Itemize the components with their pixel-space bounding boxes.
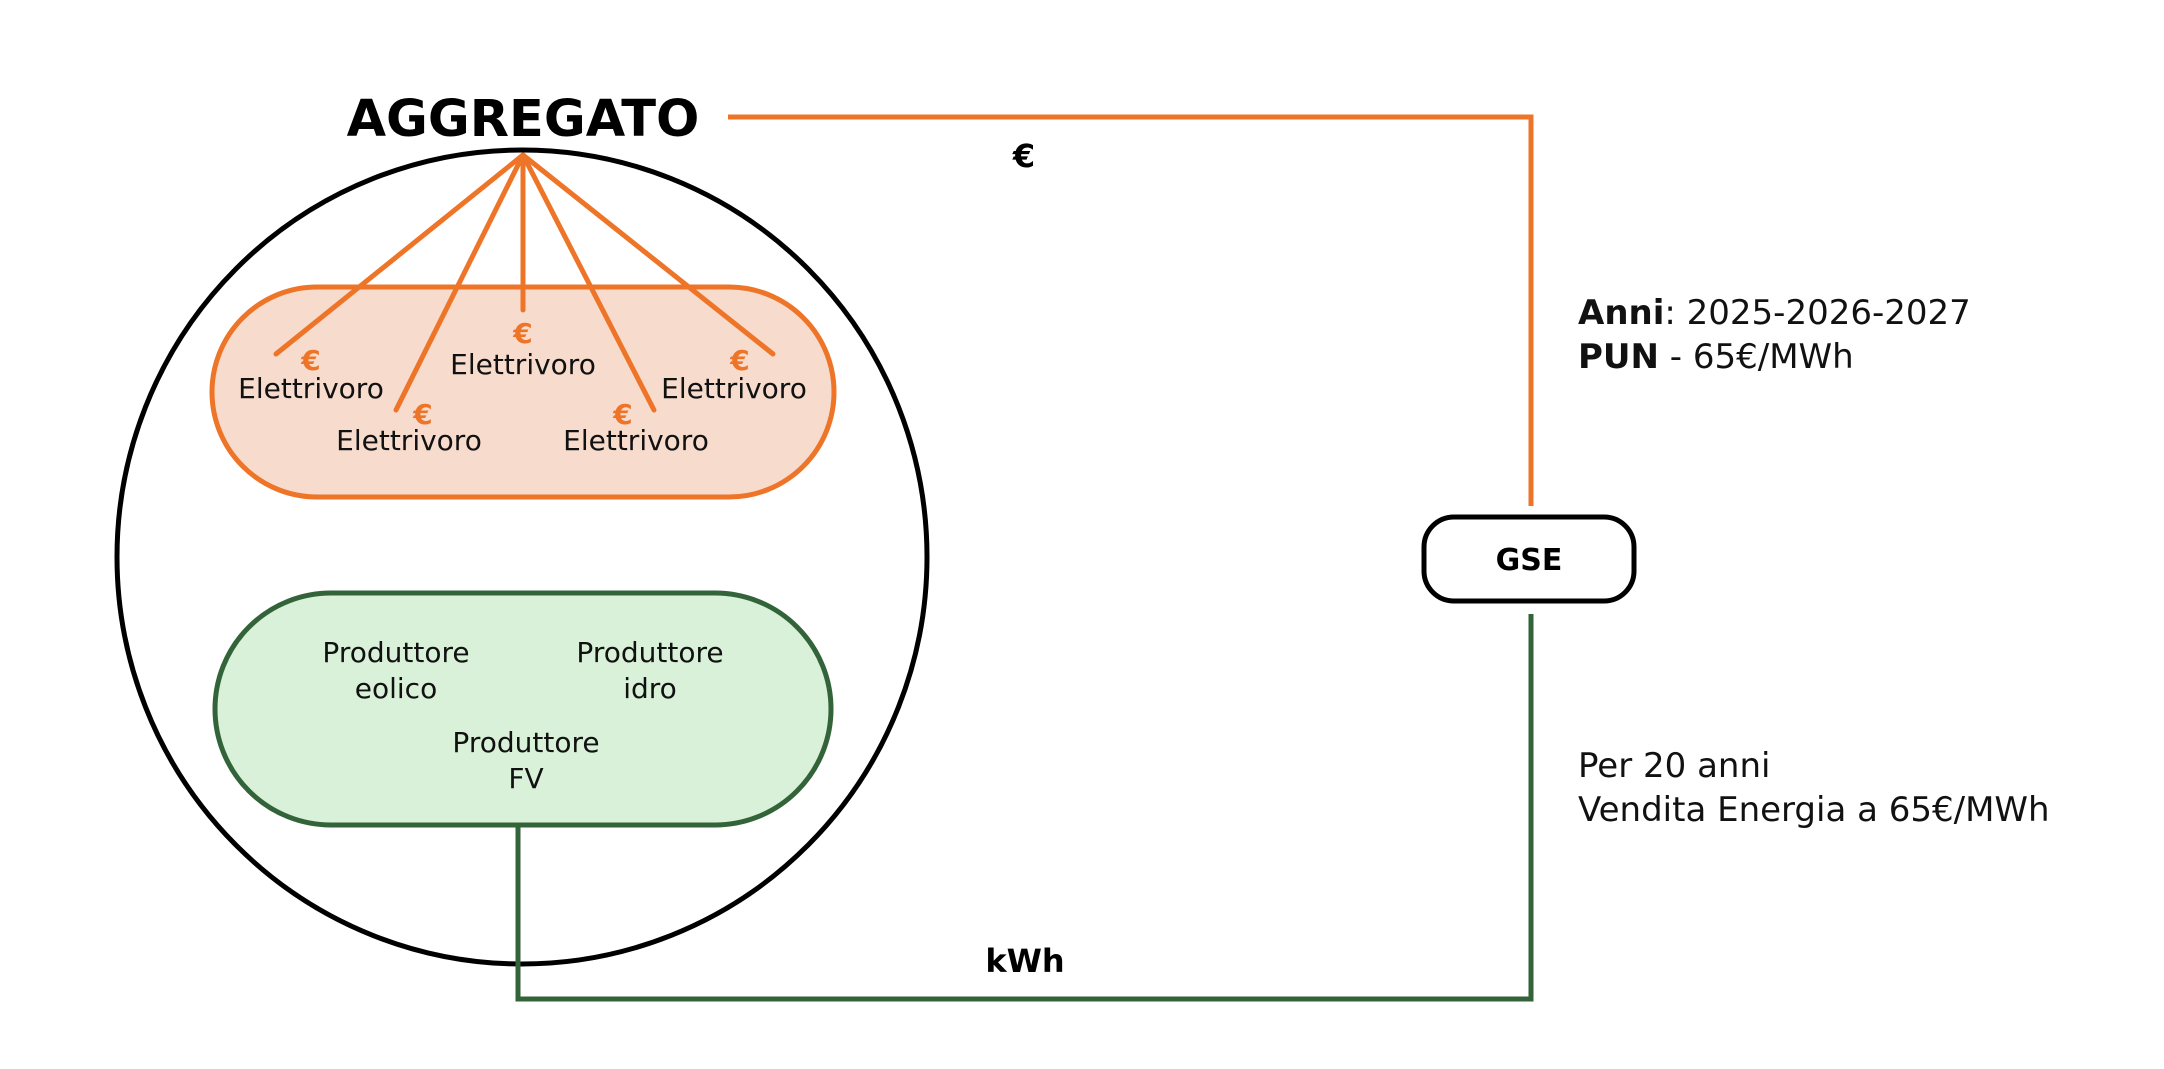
consumer-3-currency: € [512, 317, 532, 350]
duration-info: Per 20 anni [1578, 746, 1770, 786]
consumer-5-label: Elettrivoro [661, 372, 807, 405]
consumer-links [273, 152, 776, 413]
producer-hydro-label-1: Produttore [576, 636, 723, 669]
aggregate-boundary [114, 147, 930, 967]
price-label: PUN [1578, 337, 1659, 377]
consumer-link-2 [393, 152, 526, 413]
energy-flow-line [515, 614, 1534, 1002]
consumer-link-5 [520, 152, 776, 357]
gse-label: GSE [1496, 543, 1563, 578]
producer-wind-label-1: Produttore [322, 636, 469, 669]
consumer-4-currency: € [612, 398, 632, 431]
gse-box [1421, 514, 1637, 604]
years-label: Anni [1578, 293, 1664, 333]
price-value: - 65€/MWh [1659, 337, 1854, 377]
producer-hydro-label-2: idro [623, 672, 677, 705]
consumer-2-label: Elettrivoro [336, 424, 482, 457]
consumer-link-4 [520, 152, 657, 413]
sale-info: Vendita Energia a 65€/MWh [1578, 790, 2050, 830]
years-info: Anni: 2025-2026-2027 [1578, 293, 1971, 333]
producers-group [212, 590, 834, 828]
money-flow-line [728, 114, 1534, 506]
consumer-link-1 [273, 152, 526, 357]
consumer-4-label: Elettrivoro [563, 424, 709, 457]
producer-pv-label-1: Produttore [452, 726, 599, 759]
price-info: PUN - 65€/MWh [1578, 337, 1854, 377]
consumer-1-currency: € [300, 344, 320, 377]
consumer-2-currency: € [412, 398, 432, 431]
producer-pv-label-2: FV [508, 762, 543, 795]
consumer-1-label: Elettrivoro [238, 372, 384, 405]
energy-flow-label: kWh [985, 942, 1064, 980]
money-flow-label: € [1012, 137, 1035, 175]
consumer-5-currency: € [729, 344, 749, 377]
aggregate-title: AGGREGATO [347, 90, 700, 149]
consumer-3-label: Elettrivoro [450, 348, 596, 381]
years-value: : 2025-2026-2027 [1664, 293, 1970, 333]
producer-wind-label-2: eolico [355, 672, 437, 705]
